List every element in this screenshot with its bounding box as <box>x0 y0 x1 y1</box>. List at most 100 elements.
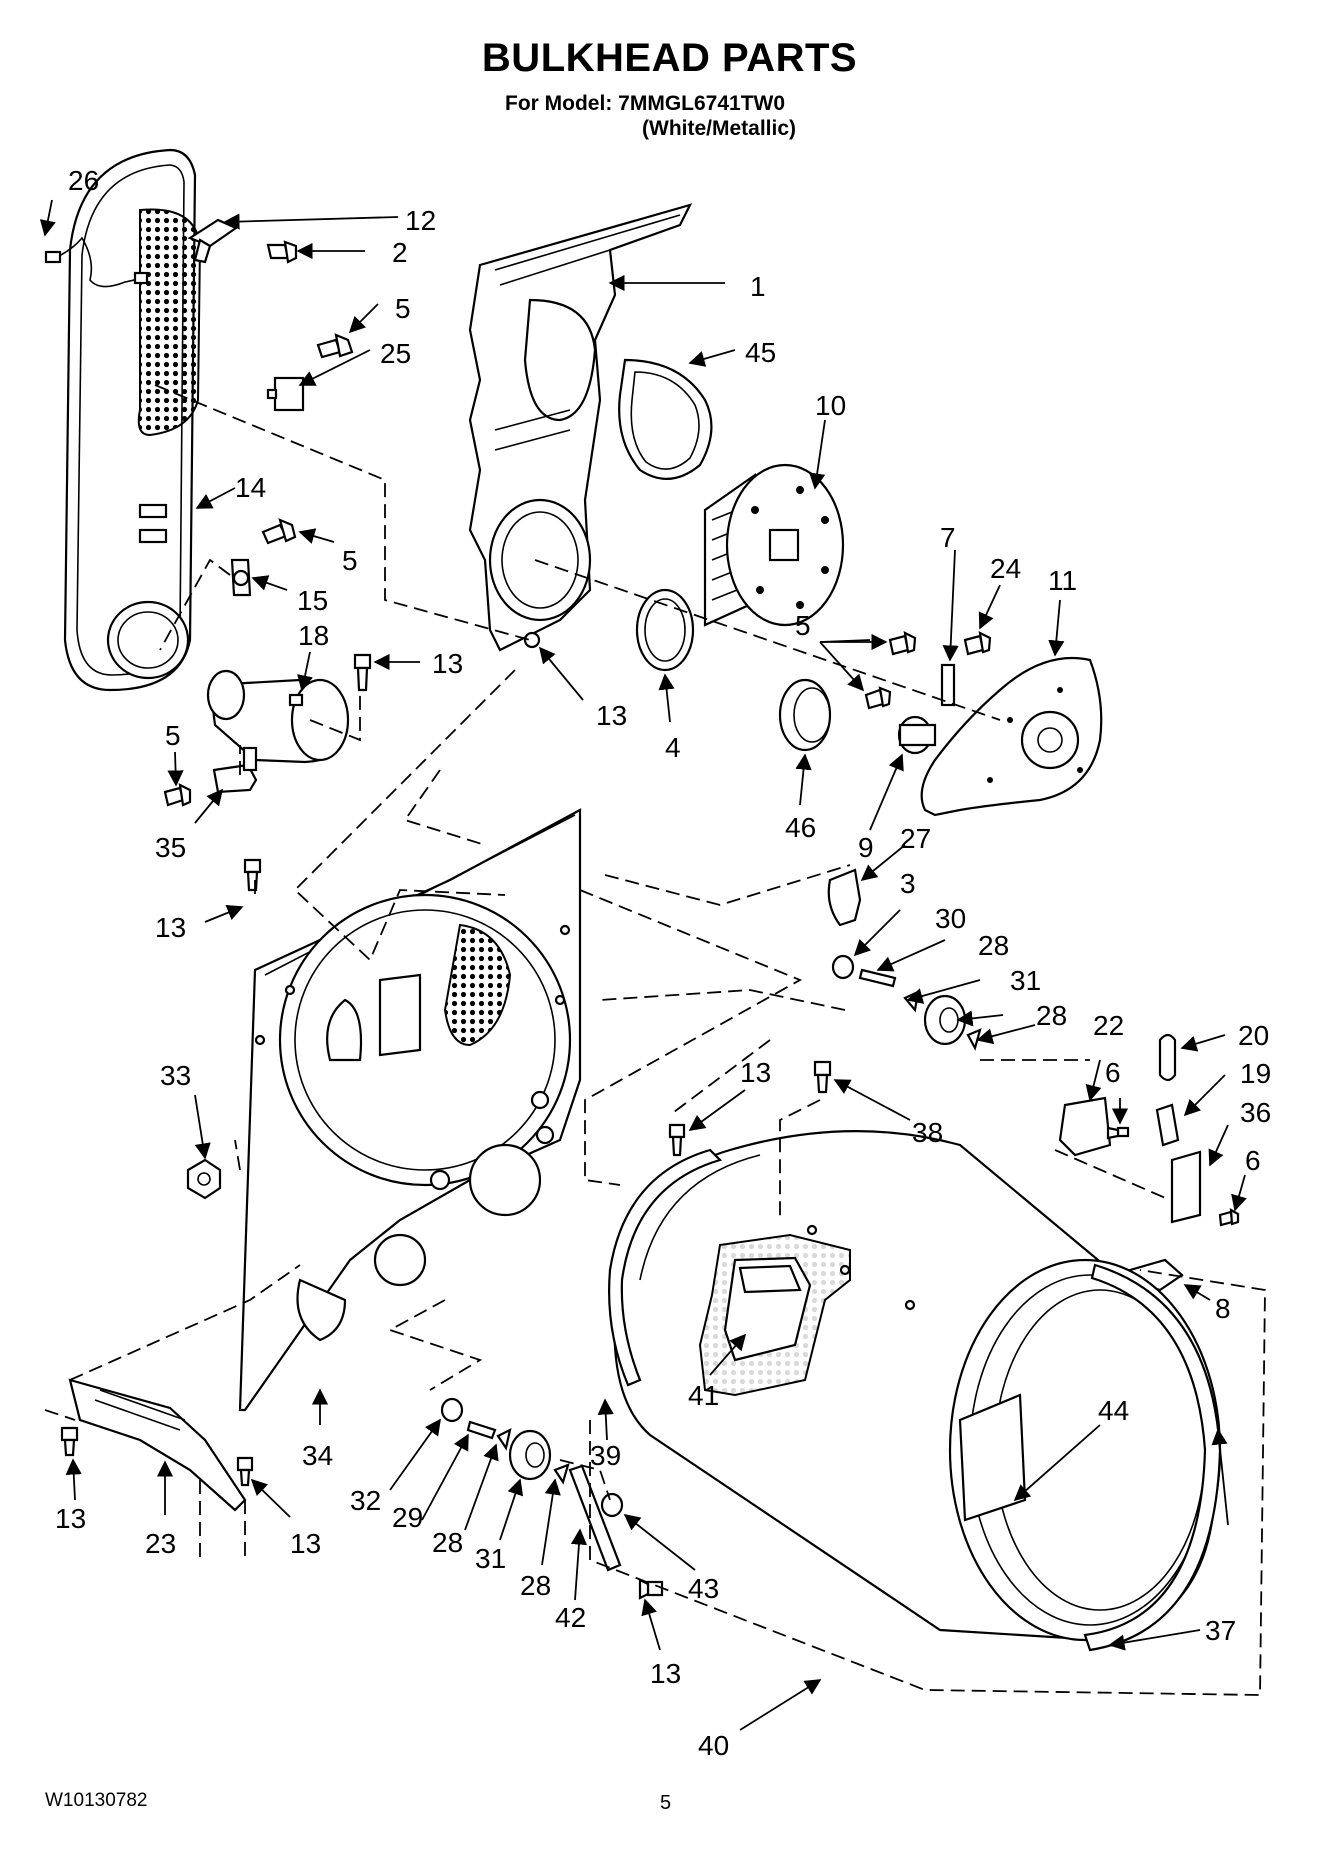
callout-labels: 26 12 2 1 5 25 45 10 14 5 15 7 24 11 18 … <box>55 165 1271 1761</box>
callout-11: 11 <box>1048 565 1077 596</box>
callout-18: 18 <box>298 620 329 651</box>
washer-part-32 <box>440 1397 464 1423</box>
part-19 <box>1155 1103 1180 1147</box>
bracket-part-7 <box>940 663 956 707</box>
nut-part-33 <box>186 1158 222 1200</box>
callout-41: 41 <box>688 1380 719 1411</box>
callout-1: 1 <box>750 271 766 302</box>
screw-part-13a <box>353 653 372 692</box>
screw-part-38 <box>813 1060 832 1094</box>
screw-part-5a <box>316 333 354 359</box>
screw-part-24 <box>963 631 992 656</box>
clip-part-28c <box>496 1427 512 1451</box>
callout-5d: 5 <box>795 610 811 641</box>
callout-43: 43 <box>688 1573 719 1604</box>
callout-24: 24 <box>990 553 1021 584</box>
baffle-part-41 <box>698 1233 851 1397</box>
clip-part-28a <box>903 990 920 1013</box>
callout-20: 20 <box>1238 1020 1269 1051</box>
washer-part-43 <box>600 1492 624 1518</box>
clip-part-28b <box>966 1028 982 1051</box>
callout-31b: 31 <box>475 1543 506 1574</box>
callout-28d: 28 <box>520 1570 551 1601</box>
callout-40: 40 <box>698 1730 729 1761</box>
seal-part-45 <box>618 358 713 480</box>
callout-38: 38 <box>912 1117 943 1148</box>
part-27 <box>827 868 862 927</box>
callout-13b: 13 <box>596 700 627 731</box>
screw-part-2 <box>266 240 298 264</box>
sensor-part-35 <box>212 763 258 794</box>
callout-44: 44 <box>1098 1395 1129 1426</box>
blower-wheel-part-10 <box>703 463 845 627</box>
page-title: BULKHEAD PARTS <box>481 36 858 80</box>
callout-32: 32 <box>350 1485 381 1516</box>
sensor-part-9 <box>897 715 937 755</box>
callout-15: 15 <box>297 585 328 616</box>
callout-28c: 28 <box>432 1527 463 1558</box>
callout-33: 33 <box>160 1060 191 1091</box>
heater-tube-part-18 <box>206 669 350 764</box>
callout-6a: 6 <box>1105 1057 1121 1088</box>
screw-part-6b <box>1218 1208 1240 1227</box>
callout-13a: 13 <box>432 648 463 679</box>
screw-part-13e <box>236 1456 254 1487</box>
wire-harness-part-26 <box>54 236 143 288</box>
callout-10: 10 <box>815 390 846 421</box>
callout-13e: 13 <box>650 1658 681 1689</box>
screw-part-13b <box>243 858 262 892</box>
callout-30: 30 <box>935 903 966 934</box>
callout-28b: 28 <box>1036 1000 1067 1031</box>
callout-46: 46 <box>785 812 816 843</box>
callout-5c: 5 <box>165 720 181 751</box>
callout-39: 39 <box>590 1440 621 1471</box>
callout-13f: 13 <box>55 1503 86 1534</box>
document-code: W10130782 <box>45 1790 148 1811</box>
callout-23: 23 <box>145 1528 176 1559</box>
callout-5a: 5 <box>395 293 411 324</box>
seal-part-39 <box>608 1148 723 1387</box>
callout-7: 7 <box>940 522 956 553</box>
callout-13d: 13 <box>740 1057 771 1088</box>
screw-part-13c <box>668 1123 686 1157</box>
screw-part-5d <box>888 631 917 656</box>
panel-part-23 <box>68 1378 247 1512</box>
callout-42: 42 <box>555 1602 586 1633</box>
model-variant: (White/Metallic) <box>642 117 797 140</box>
roller-part-31b <box>508 1429 552 1481</box>
callout-25: 25 <box>380 338 411 369</box>
assembly-lines <box>44 384 1266 1696</box>
clip-part-28d <box>553 1463 570 1485</box>
callout-36: 36 <box>1240 1097 1271 1128</box>
callout-2: 2 <box>392 237 408 268</box>
seal-part-37 <box>1083 1263 1222 1652</box>
front-duct-part-14 <box>63 148 202 692</box>
blower-housing-part-11 <box>920 656 1103 817</box>
callout-34: 34 <box>302 1440 333 1471</box>
callout-8: 8 <box>1215 1293 1231 1324</box>
callout-26: 26 <box>68 165 99 196</box>
callout-13c: 13 <box>155 912 186 943</box>
callout-29: 29 <box>392 1502 423 1533</box>
shaft-part-29 <box>466 1420 497 1440</box>
callout-9: 9 <box>858 832 874 863</box>
part-22 <box>1058 1096 1112 1157</box>
page-number: 5 <box>660 1792 672 1814</box>
callout-31a: 31 <box>1010 965 1041 996</box>
callout-28a: 28 <box>978 930 1009 961</box>
callout-3: 3 <box>900 868 916 899</box>
washer-part-3 <box>831 954 855 980</box>
screw-part-5c <box>163 783 192 807</box>
callout-5b: 5 <box>342 545 358 576</box>
part-20 <box>1158 1033 1177 1082</box>
callout-14: 14 <box>235 472 266 503</box>
callout-13g: 13 <box>290 1528 321 1559</box>
callout-22: 22 <box>1093 1010 1124 1041</box>
shaft-part-30 <box>858 968 897 988</box>
leader-arrows <box>39 199 1247 1731</box>
screw-part-13f <box>638 1578 664 1600</box>
model-line: For Model: 7MMGL6741TW0 <box>505 92 786 115</box>
screw-part-6a <box>1106 1126 1130 1140</box>
screw-part-5b <box>261 518 297 545</box>
